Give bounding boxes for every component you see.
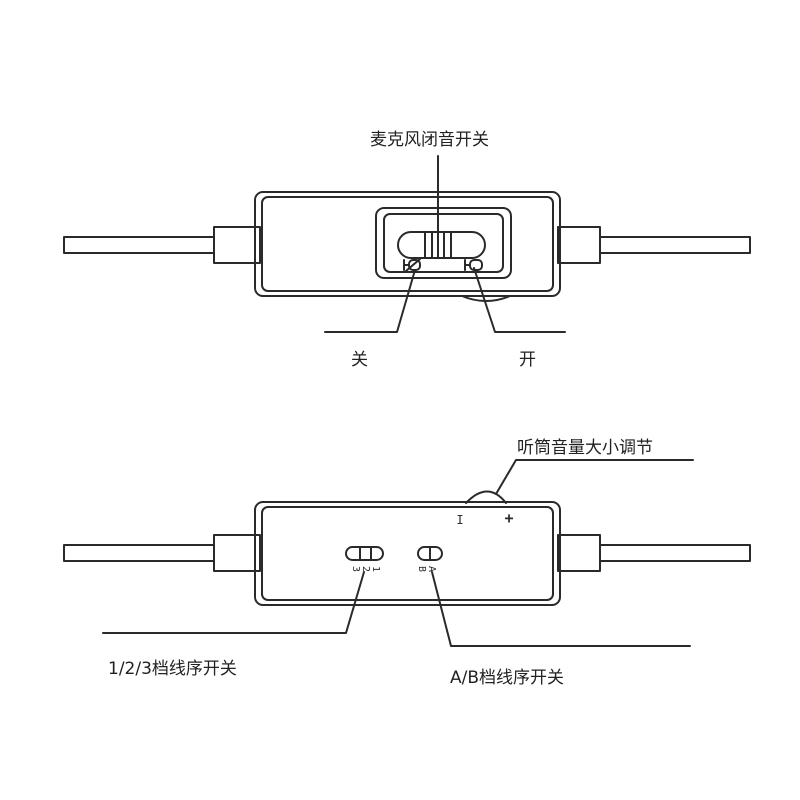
mic-switch-slider[interactable] [397, 231, 486, 259]
mic-mute-switch-label: 麦克风闭音开关 [370, 130, 489, 150]
volume-plus-mark: + [504, 509, 513, 527]
bottom-device-body-inner [261, 506, 554, 601]
mic-off-icon [403, 258, 421, 272]
switch-123-mark-3: 3 [350, 566, 361, 572]
top-device [63, 155, 751, 333]
mic-on-icon [464, 259, 483, 271]
switch-123-mark-1: 1 [370, 566, 381, 572]
top-right-plug [557, 226, 601, 264]
top-volume-wheel [461, 295, 511, 302]
volume-leader [495, 459, 694, 495]
volume-label: 听筒音量大小调节 [517, 438, 653, 458]
switch-ab[interactable] [417, 546, 443, 561]
bottom-right-cable [599, 544, 751, 562]
line-order-ab-leader [431, 571, 691, 647]
bottom-volume-wheel[interactable] [465, 490, 507, 504]
volume-minus-mark: I [456, 513, 463, 527]
bottom-left-plug [213, 534, 261, 572]
bottom-device [63, 459, 751, 647]
top-device-body-inner [261, 196, 554, 292]
on-label: 开 [519, 350, 536, 370]
off-leader [324, 269, 416, 333]
line-order-ab-label: A/B档线序开关 [450, 668, 565, 688]
line-order-123-leader [102, 571, 365, 634]
switch-ab-mark-b: B [416, 566, 427, 572]
switch-123-mark-2: 2 [360, 566, 371, 572]
bottom-left-cable [63, 544, 215, 562]
top-right-cable [599, 236, 751, 254]
on-leader [473, 267, 566, 333]
switch-123[interactable] [345, 546, 384, 561]
bottom-device-body [254, 501, 561, 606]
top-left-cable [63, 236, 215, 254]
top-left-plug [213, 226, 261, 264]
switch-ab-mark-a: A [426, 566, 437, 572]
off-label: 关 [351, 350, 368, 370]
mic-switch-recess [375, 207, 512, 279]
mic-switch-recess-inner [383, 213, 504, 273]
bottom-right-plug [557, 534, 601, 572]
line-order-123-label: 1/2/3档线序开关 [108, 659, 237, 679]
